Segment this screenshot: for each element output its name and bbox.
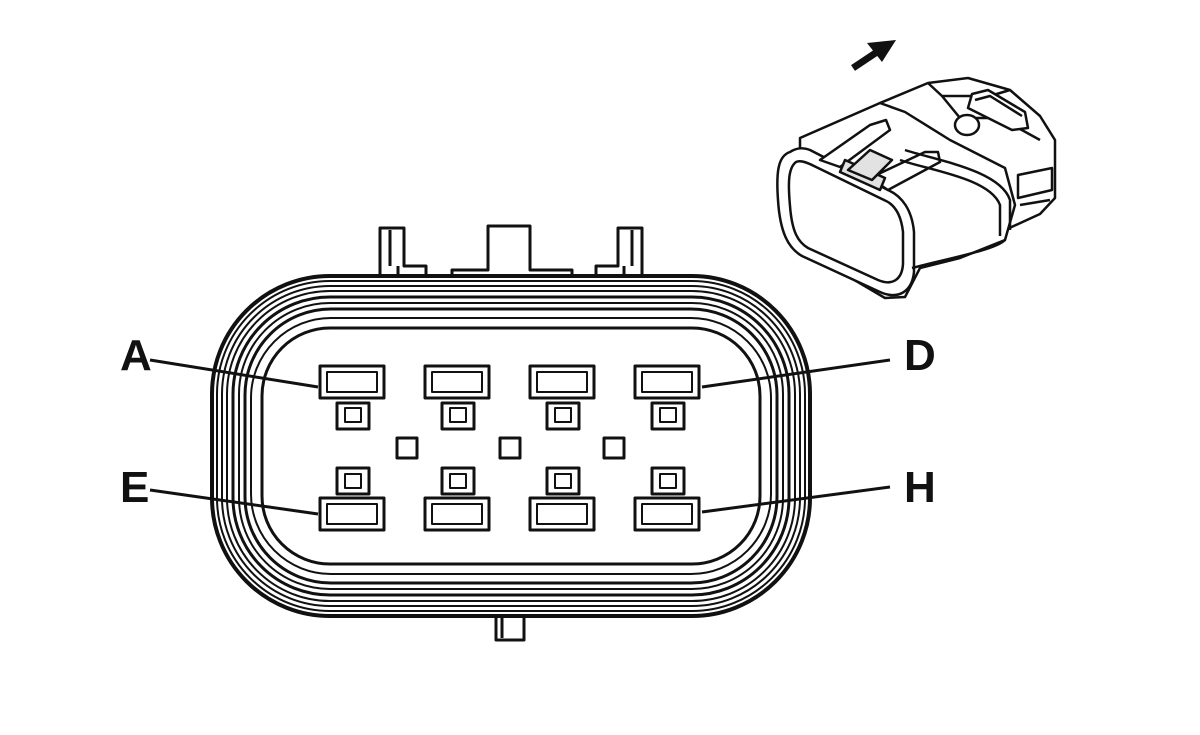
pin-label-h: H xyxy=(904,463,936,512)
terminal-h xyxy=(633,466,701,532)
terminal-f xyxy=(423,466,491,532)
arrow-up-right-icon xyxy=(851,40,896,71)
pin-label-d: D xyxy=(904,331,936,380)
connector-face-view xyxy=(149,224,891,642)
leader-line-h xyxy=(701,485,891,514)
connector-isometric-view xyxy=(776,76,1057,300)
pin-label-e: E xyxy=(120,463,149,512)
terminal-d xyxy=(633,364,701,431)
terminal-c xyxy=(528,364,596,431)
leader-line-d xyxy=(701,358,891,389)
terminal-e xyxy=(318,466,386,532)
terminal-a xyxy=(318,364,386,431)
center-polarizing-squares xyxy=(395,436,626,460)
bottom-row-terminals xyxy=(318,466,701,532)
leader-line-e xyxy=(149,488,319,516)
terminal-g xyxy=(528,466,596,532)
leader-line-a xyxy=(149,358,319,389)
leader-lines xyxy=(149,358,891,516)
top-row-terminals xyxy=(318,364,701,431)
terminal-b xyxy=(423,364,491,431)
pin-label-a: A xyxy=(120,331,152,380)
connector-front-face xyxy=(776,147,916,297)
